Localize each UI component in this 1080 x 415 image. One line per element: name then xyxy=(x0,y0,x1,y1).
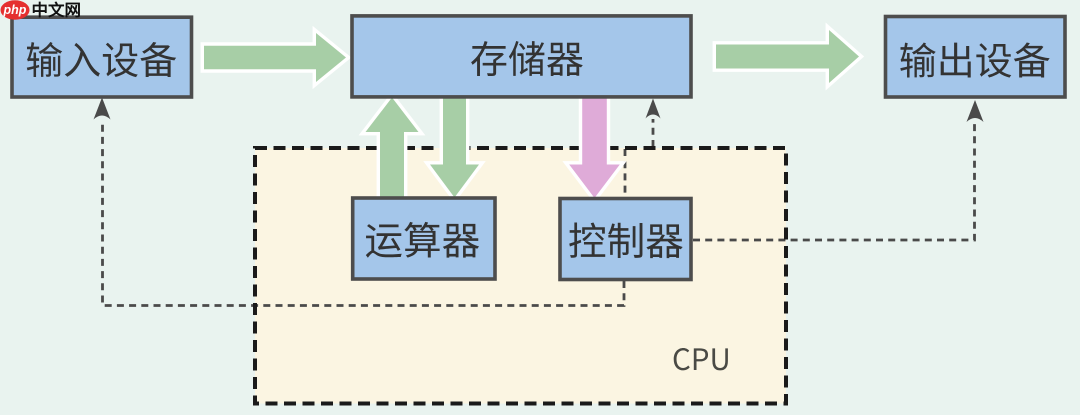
svg-text:php: php xyxy=(3,3,27,17)
